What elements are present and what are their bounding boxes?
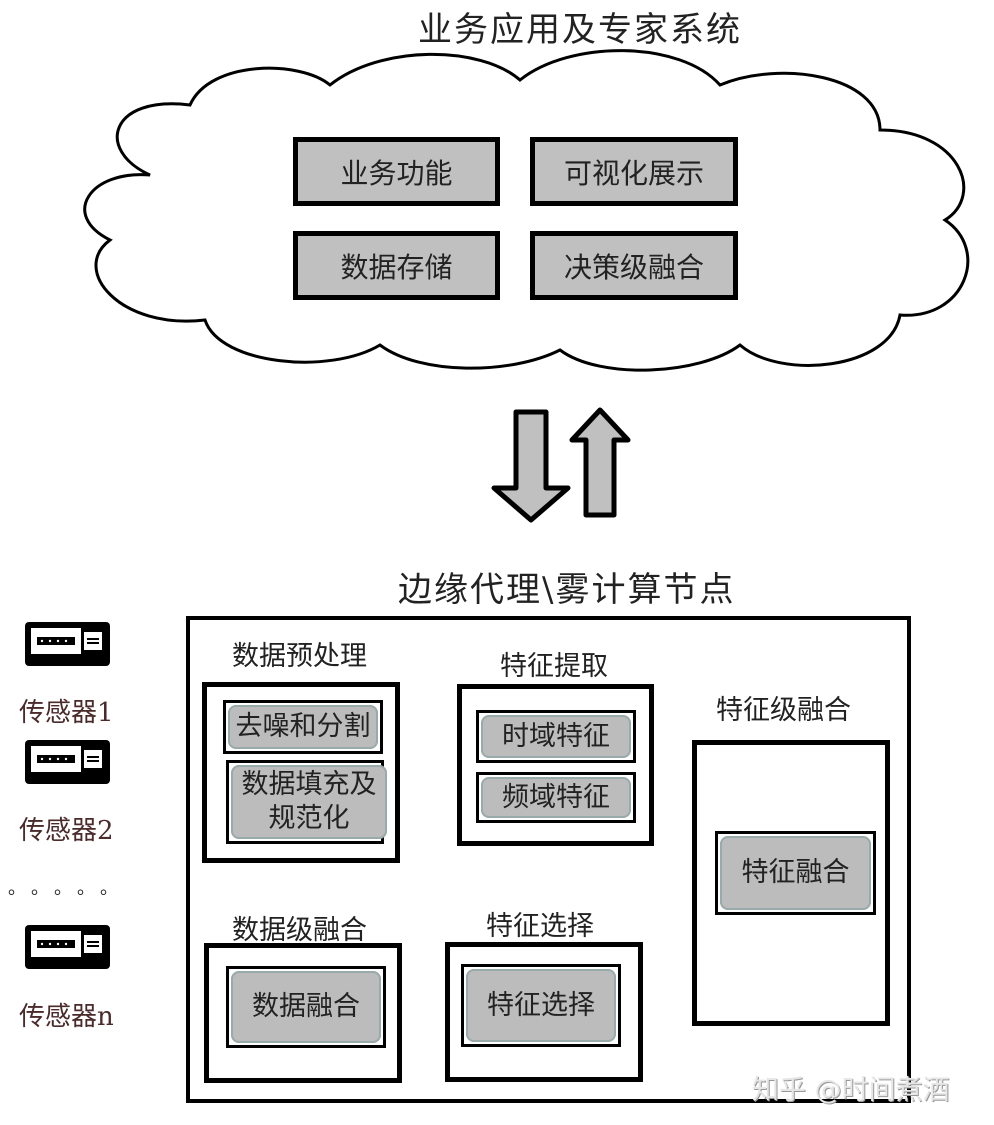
denoise-box: 去噪和分割 xyxy=(223,700,383,754)
sensor-1-label: 传感器1 xyxy=(19,698,114,728)
feature-select-box: 特征选择 xyxy=(461,964,621,1047)
feature-fusion-item: 特征融合 xyxy=(720,836,871,910)
feature-select-label: 特征选择 xyxy=(486,911,594,942)
fill-normalize-box: 数据填充及规范化 xyxy=(226,760,387,844)
sensor-2-label: 传感器2 xyxy=(19,816,114,846)
sensor-icon xyxy=(25,740,110,784)
freq-domain-box: 频域特征 xyxy=(476,772,636,823)
data-fusion-label: 数据级融合 xyxy=(232,915,367,946)
feature-extract-label: 特征提取 xyxy=(500,651,608,682)
feature-select-item: 特征选择 xyxy=(466,969,616,1042)
down-arrow xyxy=(491,409,571,523)
sensor-n-label: 传感器n xyxy=(19,1002,114,1032)
preprocess-label: 数据预处理 xyxy=(232,641,367,672)
feature-fusion-box: 特征融合 xyxy=(715,831,876,915)
watermark: 知乎 @时间煮酒 xyxy=(752,1075,950,1106)
edge-title: 边缘代理\雾计算节点 xyxy=(398,570,736,610)
sensor-icon xyxy=(25,925,110,969)
data-fusion-item: 数据融合 xyxy=(231,971,381,1043)
sensor-ellipsis: 。。。。。 xyxy=(8,878,132,899)
feature-fusion-label: 特征级融合 xyxy=(716,695,851,726)
sensor-icon xyxy=(25,622,110,666)
top-title: 业务应用及专家系统 xyxy=(418,10,742,50)
time-domain-box: 时域特征 xyxy=(476,710,636,763)
time-domain-label: 时域特征 xyxy=(481,715,631,758)
box-data-storage: 数据存储 xyxy=(293,231,500,300)
box-business-function: 业务功能 xyxy=(293,137,500,206)
data-fusion-box: 数据融合 xyxy=(226,966,386,1048)
denoise-label: 去噪和分割 xyxy=(228,705,378,749)
up-arrow xyxy=(569,407,631,518)
box-decision-fusion: 决策级融合 xyxy=(530,231,738,300)
freq-domain-label: 频域特征 xyxy=(481,777,631,818)
fill-normalize-label: 数据填充及规范化 xyxy=(231,765,387,839)
box-visualization: 可视化展示 xyxy=(530,137,738,206)
